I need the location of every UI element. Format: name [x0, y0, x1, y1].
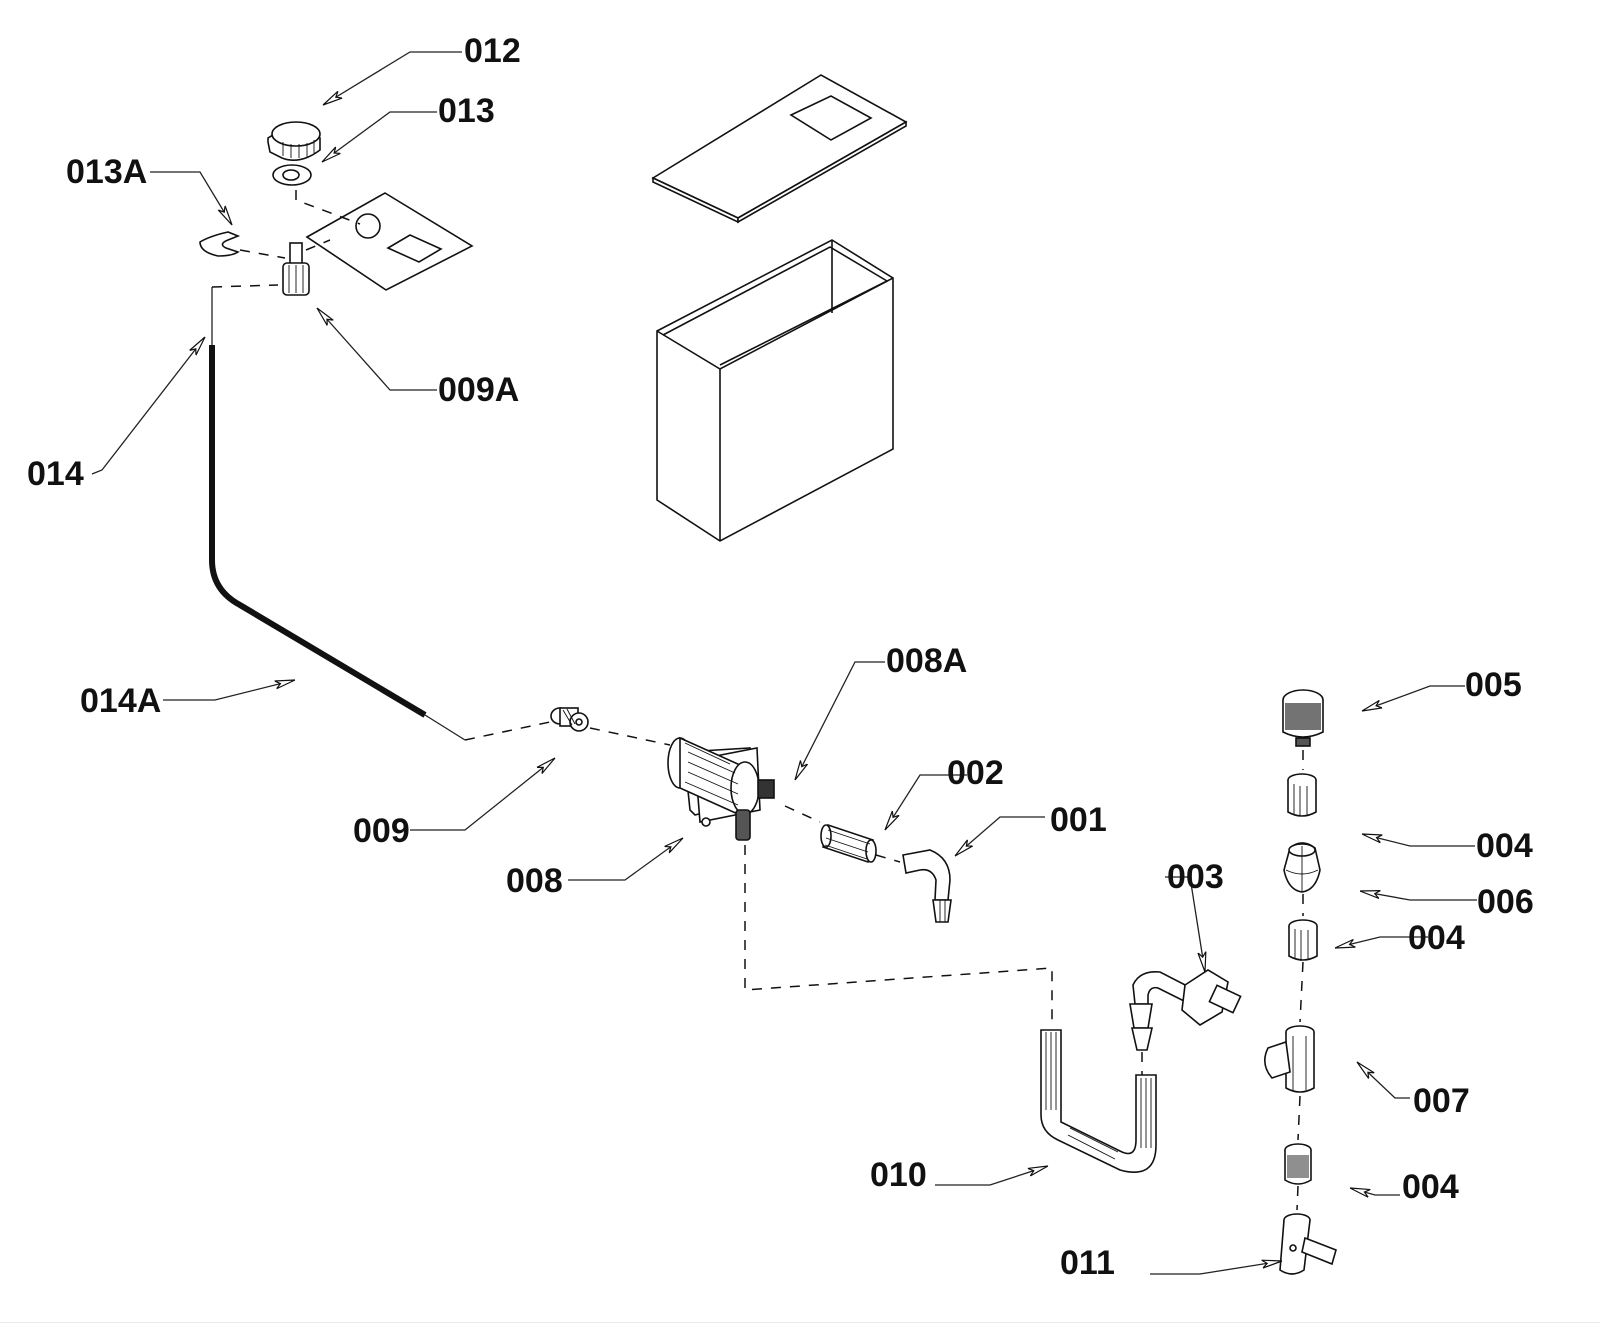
label-013: 013 — [438, 92, 495, 130]
page-bottom-divider — [0, 1322, 1600, 1323]
sleeve-part-2 — [1288, 919, 1318, 961]
elbow-with-nut-part — [1129, 969, 1242, 1051]
tube-connector-part — [820, 823, 877, 864]
sleeve-part-3 — [1284, 1143, 1312, 1185]
label-008A: 008A — [886, 642, 967, 680]
label-012: 012 — [464, 32, 521, 70]
label-013A: 013A — [66, 153, 147, 191]
tank-box — [656, 239, 894, 542]
e-clip-part — [199, 231, 241, 257]
label-009: 009 — [353, 812, 410, 850]
knurled-cap-part — [1282, 689, 1324, 747]
label-003: 003 — [1167, 858, 1224, 896]
label-007: 007 — [1413, 1082, 1470, 1120]
label-011: 011 — [1060, 1244, 1115, 1282]
label-002: 002 — [947, 754, 1004, 792]
label-009A: 009A — [438, 371, 519, 409]
barrel-nut-part — [1283, 842, 1321, 893]
sleeve-part-1 — [1287, 773, 1317, 817]
control-knob-part — [267, 121, 321, 161]
spindle-part — [282, 242, 310, 296]
label-001: 001 — [1050, 801, 1107, 839]
label-014: 014 — [27, 455, 84, 493]
label-006: 006 — [1477, 883, 1534, 921]
valve-body-part — [667, 736, 775, 841]
washer-part — [272, 164, 312, 186]
label-008: 008 — [506, 862, 563, 900]
drain-tap-part — [1279, 1213, 1337, 1275]
u-tube-part — [1040, 1029, 1157, 1173]
label-005: 005 — [1465, 666, 1522, 704]
leader-lines — [91, 51, 1477, 1275]
label-010: 010 — [870, 1156, 927, 1194]
label-004-bottom: 004 — [1402, 1168, 1459, 1206]
label-004-middle: 004 — [1408, 919, 1465, 957]
gear-coupling-part — [550, 707, 589, 732]
label-014A: 014A — [80, 682, 161, 720]
control-panel-plate — [305, 192, 474, 291]
tank-lid — [651, 74, 908, 224]
elbow-fitting-part — [902, 849, 952, 923]
tee-fitting-part — [1264, 1025, 1315, 1093]
label-004-top: 004 — [1476, 827, 1533, 865]
cable-014A — [209, 345, 427, 718]
